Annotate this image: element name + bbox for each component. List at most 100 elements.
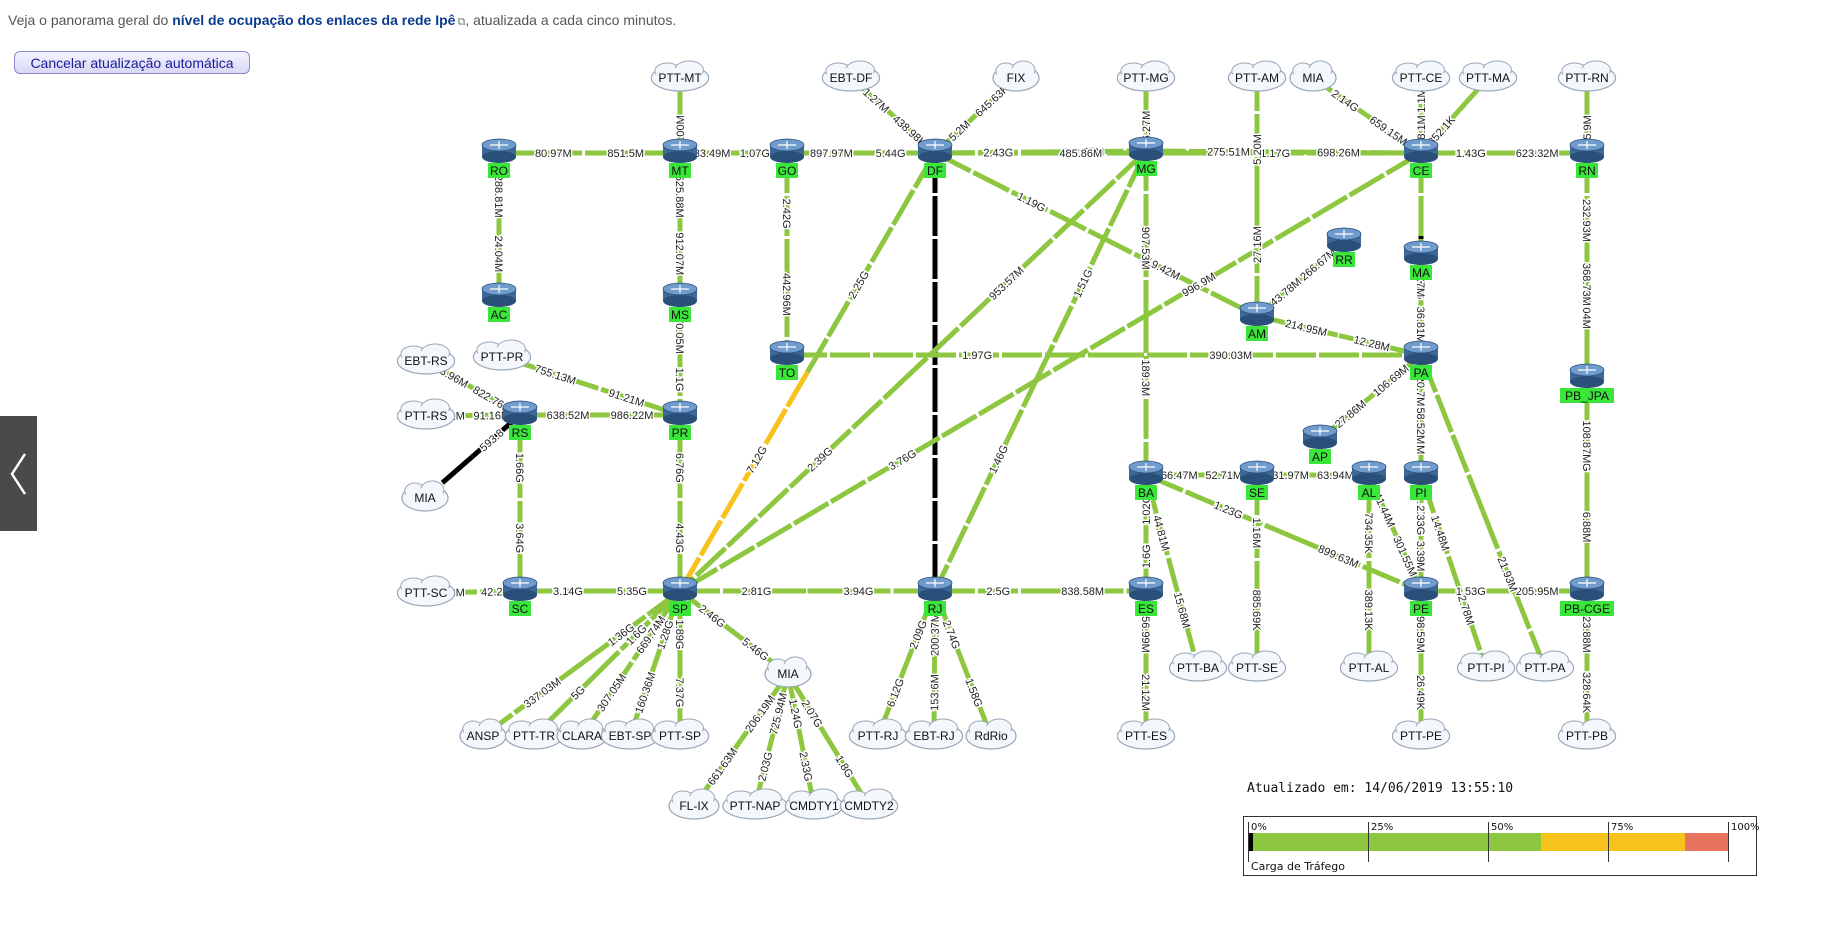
- cloud-c_CMDTY1[interactable]: CMDTY1: [784, 788, 844, 820]
- cloud-c_PTTES[interactable]: PTT-ES: [1116, 718, 1176, 750]
- router-RO[interactable]: RO: [481, 138, 517, 178]
- router-RJ[interactable]: RJ: [917, 576, 953, 616]
- cloud-c_PTTSP[interactable]: PTT-SP: [650, 718, 710, 750]
- router-SP[interactable]: SP: [662, 576, 698, 616]
- legend-tickline: [1488, 822, 1489, 862]
- router-RN[interactable]: RN: [1569, 138, 1605, 178]
- cloud-c_FIX[interactable]: FIX: [992, 60, 1040, 92]
- cloud-c_PTTPI[interactable]: PTT-PI: [1456, 650, 1516, 682]
- link-DF-AM[interactable]: [933, 150, 1259, 319]
- cloud-c_PTTRN[interactable]: PTT-RN: [1557, 60, 1617, 92]
- cloud-c_EBTDF[interactable]: EBT-DF: [821, 60, 881, 92]
- link-load-label: 661.63M: [706, 746, 741, 788]
- router-MG[interactable]: MG: [1128, 136, 1164, 176]
- cloud-label: CMDTY1: [789, 799, 839, 813]
- cloud-c_PTTMA[interactable]: PTT-MA: [1458, 60, 1518, 92]
- cloud-c_EBTRS[interactable]: EBT-RS: [396, 343, 456, 375]
- link-load-label: 623.32M: [1516, 148, 1559, 160]
- cloud-c_PTTPA[interactable]: PTT-PA: [1515, 650, 1575, 682]
- cloud-c_PTTPE[interactable]: PTT-PE: [1391, 718, 1451, 750]
- router-PE[interactable]: PE: [1403, 576, 1439, 616]
- cloud-c_CLARA[interactable]: CLARA: [556, 718, 608, 750]
- router-TO[interactable]: TO: [769, 340, 805, 380]
- cloud-c_PTTAL[interactable]: PTT-AL: [1339, 650, 1399, 682]
- router-PB_JPA[interactable]: PB_JPA: [1560, 363, 1614, 403]
- link-MG-RJ[interactable]: [932, 149, 1149, 593]
- router-MT[interactable]: MT: [662, 138, 698, 178]
- link-load-label: 899.63M: [1316, 543, 1360, 571]
- cloud-c_MIA3[interactable]: MIA: [764, 656, 812, 688]
- cloud-c_ANSP[interactable]: ANSP: [459, 718, 507, 750]
- link-DF-SP[interactable]: [677, 151, 938, 593]
- router-AC[interactable]: AC: [481, 282, 517, 322]
- router-SE[interactable]: SE: [1239, 460, 1275, 500]
- router-SC[interactable]: SC: [502, 576, 538, 616]
- legend-segment: [1684, 833, 1728, 851]
- link-load-label: 389.13K: [1362, 590, 1374, 632]
- router-DF[interactable]: DF: [917, 138, 953, 178]
- cloud-c_MIA2[interactable]: MIA: [401, 480, 449, 512]
- network-usage-link[interactable]: nível de ocupação dos enlaces da rede Ip…: [172, 12, 456, 28]
- cancel-auto-refresh-button[interactable]: Cancelar atualização automática: [14, 51, 250, 74]
- router-PA[interactable]: PA: [1403, 340, 1439, 380]
- cloud-c_PTTMG[interactable]: PTT-MG: [1116, 60, 1176, 92]
- router-PR[interactable]: PR: [662, 400, 698, 440]
- link-load-label: 98.59M: [1414, 616, 1426, 653]
- link-PA-c_PTTPA[interactable]: [1418, 354, 1548, 669]
- router-ES[interactable]: ES: [1128, 576, 1164, 616]
- cloud-label: EBT-DF: [830, 71, 873, 85]
- cloud-c_EBTSP[interactable]: EBT-SP: [600, 718, 660, 750]
- legend-tickline: [1728, 822, 1729, 862]
- cloud-c_EBTRJ[interactable]: EBT-RJ: [904, 718, 964, 750]
- cloud-c_PTTRJ[interactable]: PTT-RJ: [848, 718, 908, 750]
- cloud-c_PTTTR[interactable]: PTT-TR: [504, 718, 564, 750]
- router-AM[interactable]: AM: [1239, 301, 1275, 341]
- router-BA[interactable]: BA: [1128, 460, 1164, 500]
- link-BA-c_PTTBA[interactable]: [1143, 474, 1201, 669]
- router-GO[interactable]: GO: [769, 138, 805, 178]
- link-BA-PE[interactable]: [1145, 472, 1422, 594]
- router-AL[interactable]: AL: [1351, 460, 1387, 500]
- link-SP-c_PTTTR[interactable]: [532, 589, 682, 738]
- cloud-c_PTTCE[interactable]: PTT-CE: [1391, 60, 1451, 92]
- router-PB_CGE[interactable]: PB-CGE: [1560, 576, 1614, 616]
- sidebar-collapse-tab[interactable]: [0, 416, 37, 531]
- cloud-c_PTTRS[interactable]: PTT-RS: [396, 398, 456, 430]
- cloud-c_PTTBA[interactable]: PTT-BA: [1168, 650, 1228, 682]
- link-AM-PA[interactable]: [1256, 313, 1422, 358]
- router-RR[interactable]: RR: [1326, 227, 1362, 267]
- router-label: GO: [778, 164, 797, 178]
- router-MA[interactable]: MA: [1403, 240, 1439, 280]
- router-label: TO: [779, 366, 795, 380]
- cloud-c_PTTPR[interactable]: PTT-PR: [472, 339, 532, 371]
- cloud-c_CMDTY2[interactable]: CMDTY2: [839, 788, 899, 820]
- link-load-label: 1.23G: [1212, 499, 1244, 522]
- router-CE[interactable]: CE: [1403, 138, 1439, 178]
- link-load-label: 986.22M: [611, 410, 654, 422]
- router-icon: [671, 285, 689, 293]
- router-MS[interactable]: MS: [662, 282, 698, 322]
- cloud-c_PTTSC[interactable]: PTT-SC: [396, 575, 456, 607]
- router-AP[interactable]: AP: [1302, 424, 1338, 464]
- link-load-label: 698.26M: [1317, 147, 1360, 159]
- cloud-c_PTTSE[interactable]: PTT-SE: [1227, 650, 1287, 682]
- cloud-label: MIA: [1302, 71, 1323, 85]
- cloud-c_MIA1[interactable]: MIA: [1289, 60, 1337, 92]
- cloud-c_PTTPB[interactable]: PTT-PB: [1557, 718, 1617, 750]
- legend-segment: [1252, 833, 1541, 851]
- link-MG-SP[interactable]: [678, 149, 1148, 593]
- router-PI[interactable]: PI: [1403, 460, 1439, 500]
- router-icon: [1248, 304, 1266, 312]
- router-label: RS: [512, 426, 529, 440]
- cloud-c_RdRio[interactable]: RdRio: [965, 718, 1017, 750]
- link-SP-c_CLARA[interactable]: [579, 589, 683, 738]
- link-load-label: 1.51G: [1072, 267, 1096, 299]
- link-CE-SP[interactable]: [678, 150, 1423, 594]
- cloud-c_FLIX[interactable]: FL-IX: [668, 788, 720, 820]
- cloud-c_PTTAM[interactable]: PTT-AM: [1227, 60, 1287, 92]
- cloud-c_PTTNAP[interactable]: PTT-NAP: [722, 788, 788, 820]
- link-PI-c_PTTPI[interactable]: [1418, 474, 1489, 669]
- cloud-c_PTTMT[interactable]: PTT-MT: [650, 60, 710, 92]
- router-RS[interactable]: RS: [502, 400, 538, 440]
- intro-text: Veja o panorama geral do nível de ocupaç…: [8, 12, 676, 29]
